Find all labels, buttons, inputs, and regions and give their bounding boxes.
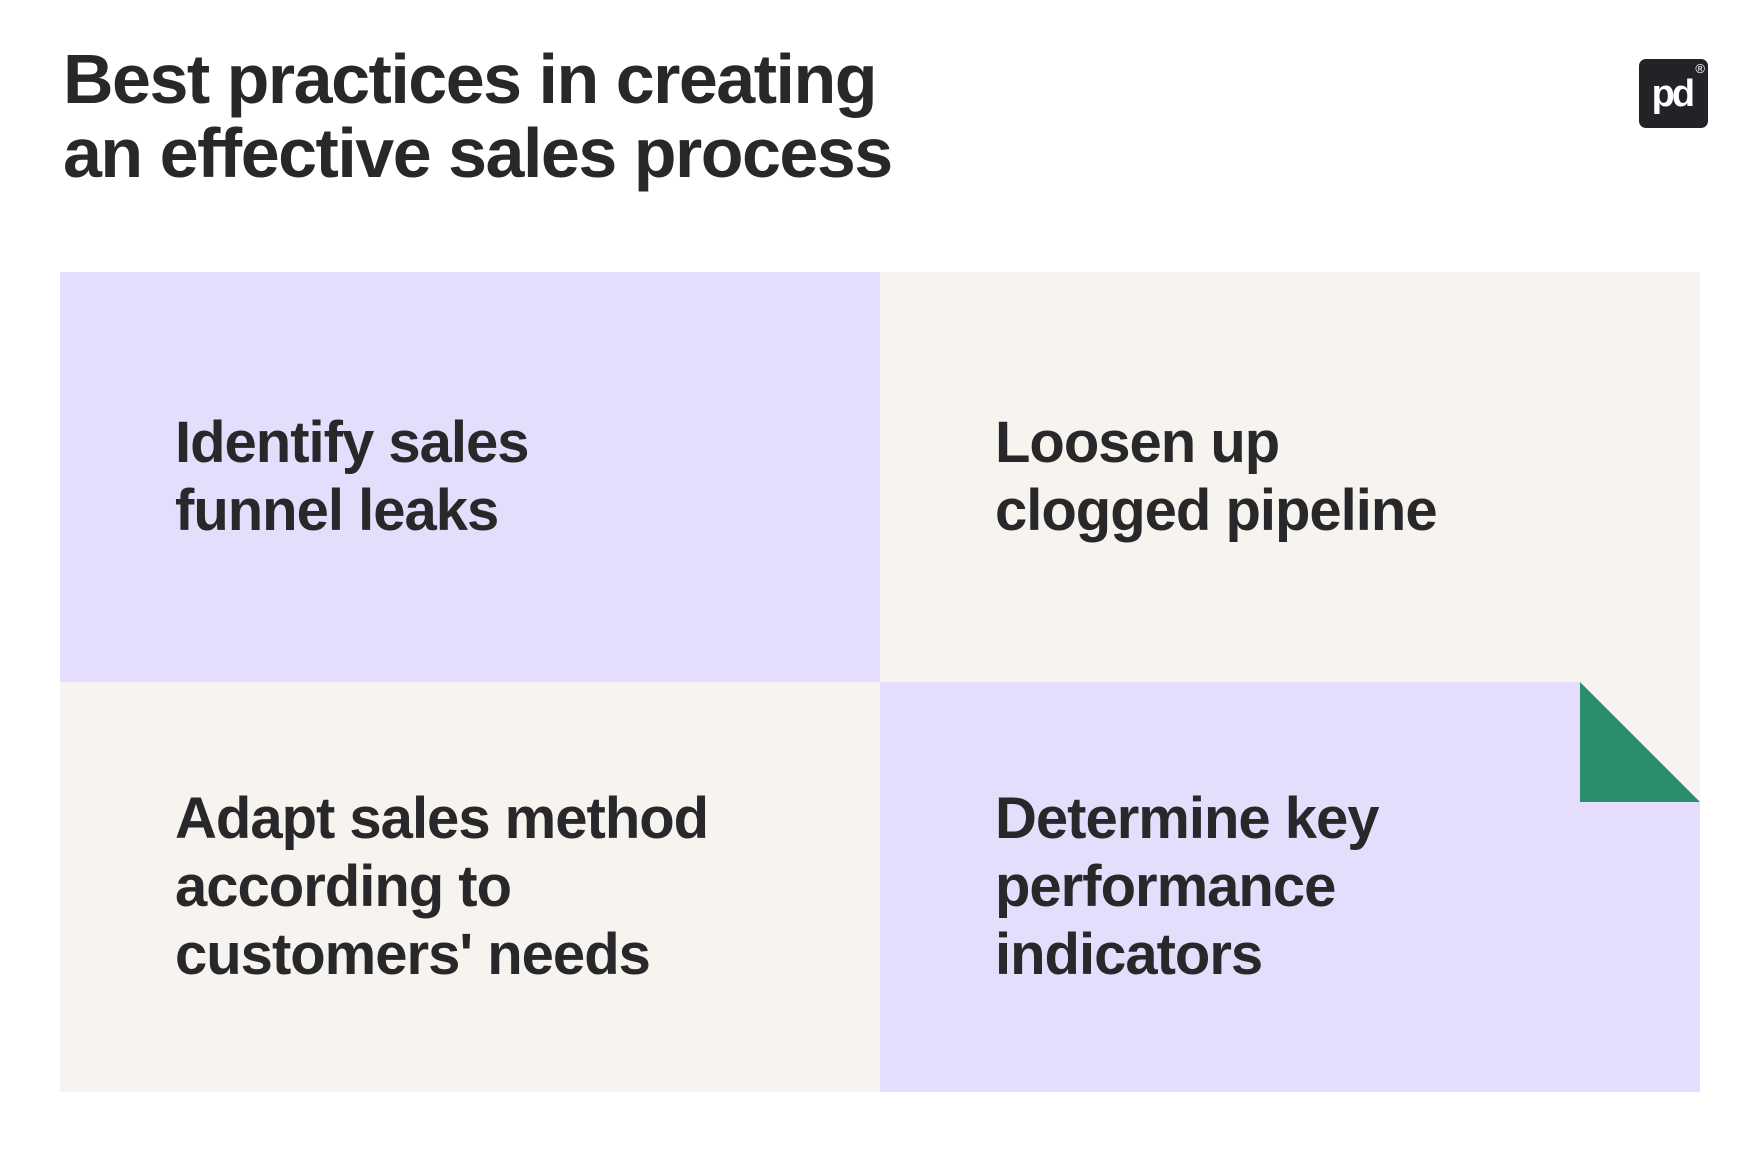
- title-line-1: Best practices in creating: [63, 40, 877, 118]
- quadrant-adapt-sales-method: Adapt sales method according to customer…: [60, 682, 880, 1092]
- fold-triangle-icon: [1580, 682, 1700, 802]
- quadrant-label: Adapt sales method according to customer…: [60, 785, 709, 989]
- quadrant-label-line: indicators: [995, 922, 1263, 987]
- page-title: Best practices in creating an effective …: [63, 40, 893, 192]
- pandadoc-logo: pd ®: [1639, 59, 1708, 128]
- quadrant-label-line: Determine key: [995, 786, 1380, 851]
- quadrant-loosen-up-clogged-pipeline: Loosen up clogged pipeline: [880, 272, 1700, 682]
- quadrant-label: Identify sales funnel leaks: [60, 409, 529, 545]
- quadrant-label-line: Adapt sales method: [175, 786, 709, 851]
- quadrant-label: Loosen up clogged pipeline: [880, 409, 1438, 545]
- quadrant-label-line: performance: [995, 854, 1336, 919]
- quadrant-label-line: Loosen up: [995, 410, 1280, 475]
- folded-corner: [1580, 682, 1700, 802]
- quadrant-label-line: according to: [175, 854, 512, 919]
- quadrant-label-line: clogged pipeline: [995, 478, 1438, 543]
- quadrant-grid: Identify sales funnel leaks Loosen up cl…: [60, 272, 1700, 1092]
- quadrant-identify-sales-funnel-leaks: Identify sales funnel leaks: [60, 272, 880, 682]
- quadrant-label-line: Identify sales: [175, 410, 529, 475]
- quadrant-label: Determine key performance indicators: [880, 785, 1380, 989]
- quadrant-determine-key-performance-indicators: Determine key performance indicators: [880, 682, 1700, 1092]
- quadrant-label-line: customers' needs: [175, 922, 651, 987]
- quadrant-label-line: funnel leaks: [175, 478, 499, 543]
- registered-trademark-icon: ®: [1695, 61, 1705, 76]
- title-line-2: an effective sales process: [63, 114, 893, 192]
- pd-monogram-icon: pd: [1651, 72, 1695, 115]
